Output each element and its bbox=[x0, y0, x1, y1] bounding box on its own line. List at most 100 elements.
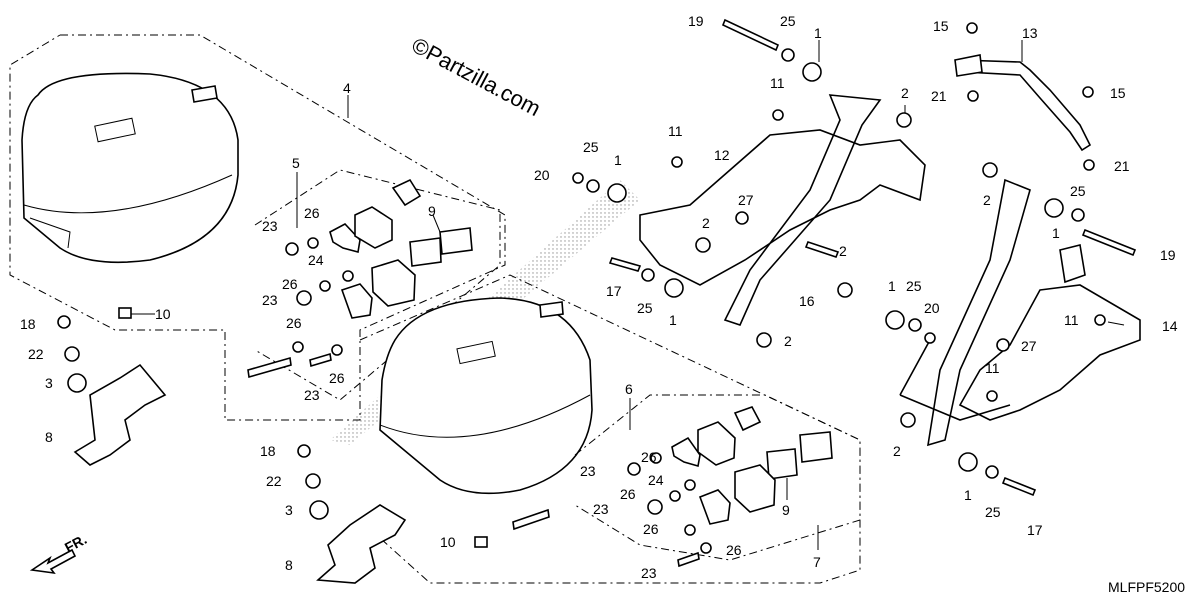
callout-25a: 25 bbox=[780, 13, 796, 29]
bracket-group-6 bbox=[474, 394, 861, 568]
grommet-11-b bbox=[671, 156, 683, 168]
mount-pad-right-9b bbox=[766, 448, 798, 480]
bolt-16 bbox=[804, 241, 840, 258]
callout-2b: 2 bbox=[702, 215, 710, 231]
bolt-19-a bbox=[721, 18, 780, 52]
callout-9b: 9 bbox=[782, 502, 790, 518]
callout-18a: 18 bbox=[20, 316, 36, 332]
callout-14: 14 bbox=[1162, 318, 1178, 334]
screw-23-left-b bbox=[296, 290, 312, 306]
group-outline-5 bbox=[254, 169, 501, 401]
left-saddlebag[interactable] bbox=[21, 72, 239, 264]
mount-plate-left bbox=[340, 283, 373, 319]
callout-10a: 10 bbox=[155, 306, 171, 322]
callout-23c: 23 bbox=[304, 387, 320, 403]
callout-26a: 26 bbox=[304, 205, 320, 221]
grommet-3-right bbox=[309, 500, 329, 520]
mount-housing-right bbox=[734, 464, 776, 513]
right-saddlebag-group bbox=[359, 274, 861, 584]
callout-8a: 8 bbox=[45, 429, 53, 445]
group-outline-6 bbox=[574, 394, 861, 561]
callout-8b: 8 bbox=[285, 557, 293, 573]
bolt-18-left bbox=[57, 315, 71, 329]
callout-26g: 26 bbox=[643, 521, 659, 537]
frame-12-arm[interactable] bbox=[723, 94, 882, 326]
collar-1-left-low bbox=[664, 278, 684, 298]
grommet-11-c bbox=[1094, 314, 1106, 326]
right-saddlebag[interactable] bbox=[379, 297, 593, 495]
washer-25-e bbox=[908, 318, 922, 332]
callout-2f: 2 bbox=[893, 443, 901, 459]
grab-bar-13-rail[interactable] bbox=[958, 59, 1092, 152]
grommet-11-a bbox=[772, 109, 784, 121]
callout-22b: 22 bbox=[266, 473, 282, 489]
front-direction-label: FR. bbox=[62, 531, 89, 556]
mount-plate-right bbox=[698, 489, 731, 525]
callout-17a: 17 bbox=[606, 283, 622, 299]
collar-1-right-top bbox=[1044, 198, 1064, 218]
callout-23d: 23 bbox=[580, 463, 596, 479]
callout-15b: 15 bbox=[1110, 85, 1126, 101]
mount-pad-right-9 bbox=[799, 431, 833, 463]
bolt-17-a bbox=[608, 257, 642, 272]
left-saddlebag-seam bbox=[23, 174, 233, 214]
bolt-18-right bbox=[297, 444, 311, 458]
frame-12-rail[interactable] bbox=[639, 129, 926, 286]
callout-15a: 15 bbox=[933, 18, 949, 34]
group-outline-7 bbox=[359, 274, 861, 584]
callout-23f: 23 bbox=[641, 565, 657, 581]
frame-14-rail[interactable] bbox=[958, 284, 1141, 421]
collar-2-left-low bbox=[756, 332, 772, 348]
washer-26-left-c bbox=[319, 280, 331, 292]
callout-7: 7 bbox=[813, 554, 821, 570]
washer-26-left-e bbox=[331, 344, 343, 356]
mount-pad-left-9b bbox=[409, 237, 442, 267]
right-saddlebag-latch bbox=[539, 301, 564, 318]
mount-plate-8-right[interactable] bbox=[316, 504, 407, 584]
washer-25-c bbox=[641, 268, 655, 282]
callout-2c: 2 bbox=[784, 333, 792, 349]
bolt-23-right-d bbox=[677, 551, 700, 568]
callout-26f: 26 bbox=[620, 486, 636, 502]
callout-4: 4 bbox=[343, 80, 351, 96]
mount-block-right-a bbox=[697, 421, 736, 466]
bolt-23-right-c bbox=[512, 508, 550, 531]
right-saddlebag-badge bbox=[456, 340, 496, 365]
grommet-11-d bbox=[986, 390, 998, 402]
callout-26h: 26 bbox=[726, 542, 742, 558]
callout-19b: 19 bbox=[1160, 247, 1176, 263]
callout-labels: 4 5 9 23 26 24 26 23 26 23 26 10 18 22 3… bbox=[20, 13, 1178, 581]
mount-block-right-b bbox=[733, 406, 762, 432]
washer-26-right-a bbox=[650, 452, 662, 464]
collar-2-right-top bbox=[982, 162, 998, 178]
callout-1e: 1 bbox=[888, 278, 896, 294]
callout-20b: 20 bbox=[924, 300, 940, 316]
washer-22-left bbox=[64, 346, 80, 362]
callout-9a: 9 bbox=[428, 203, 436, 219]
callout-25c: 25 bbox=[637, 300, 653, 316]
mount-plate-left-8 bbox=[57, 315, 167, 466]
callout-11a: 11 bbox=[770, 75, 785, 91]
nut-20-b bbox=[924, 332, 936, 344]
callout-13: 13 bbox=[1022, 25, 1038, 41]
callout-22a: 22 bbox=[28, 346, 44, 362]
callout-1d: 1 bbox=[1052, 225, 1060, 241]
callout-16: 16 bbox=[799, 293, 815, 309]
mount-plate-8-left[interactable] bbox=[73, 363, 167, 466]
bracket-group-5 bbox=[118, 169, 501, 401]
leader-lines bbox=[131, 40, 1125, 550]
nut-20-a bbox=[572, 172, 584, 184]
callout-26d: 26 bbox=[329, 370, 345, 386]
mount-block-left-a bbox=[354, 206, 393, 249]
clamp-13-top bbox=[954, 54, 983, 77]
bolt-15-a bbox=[966, 22, 978, 34]
frame-14-arm[interactable] bbox=[927, 178, 1031, 447]
bolt-23-left-c bbox=[247, 356, 292, 379]
watermark: ©Partzilla.com bbox=[408, 32, 545, 121]
callout-6: 6 bbox=[625, 381, 633, 397]
bracket-24-right bbox=[671, 436, 701, 468]
callout-27a: 27 bbox=[738, 192, 754, 208]
mount-plate-right-8 bbox=[297, 444, 407, 584]
right-saddlebag-seam bbox=[379, 394, 591, 438]
